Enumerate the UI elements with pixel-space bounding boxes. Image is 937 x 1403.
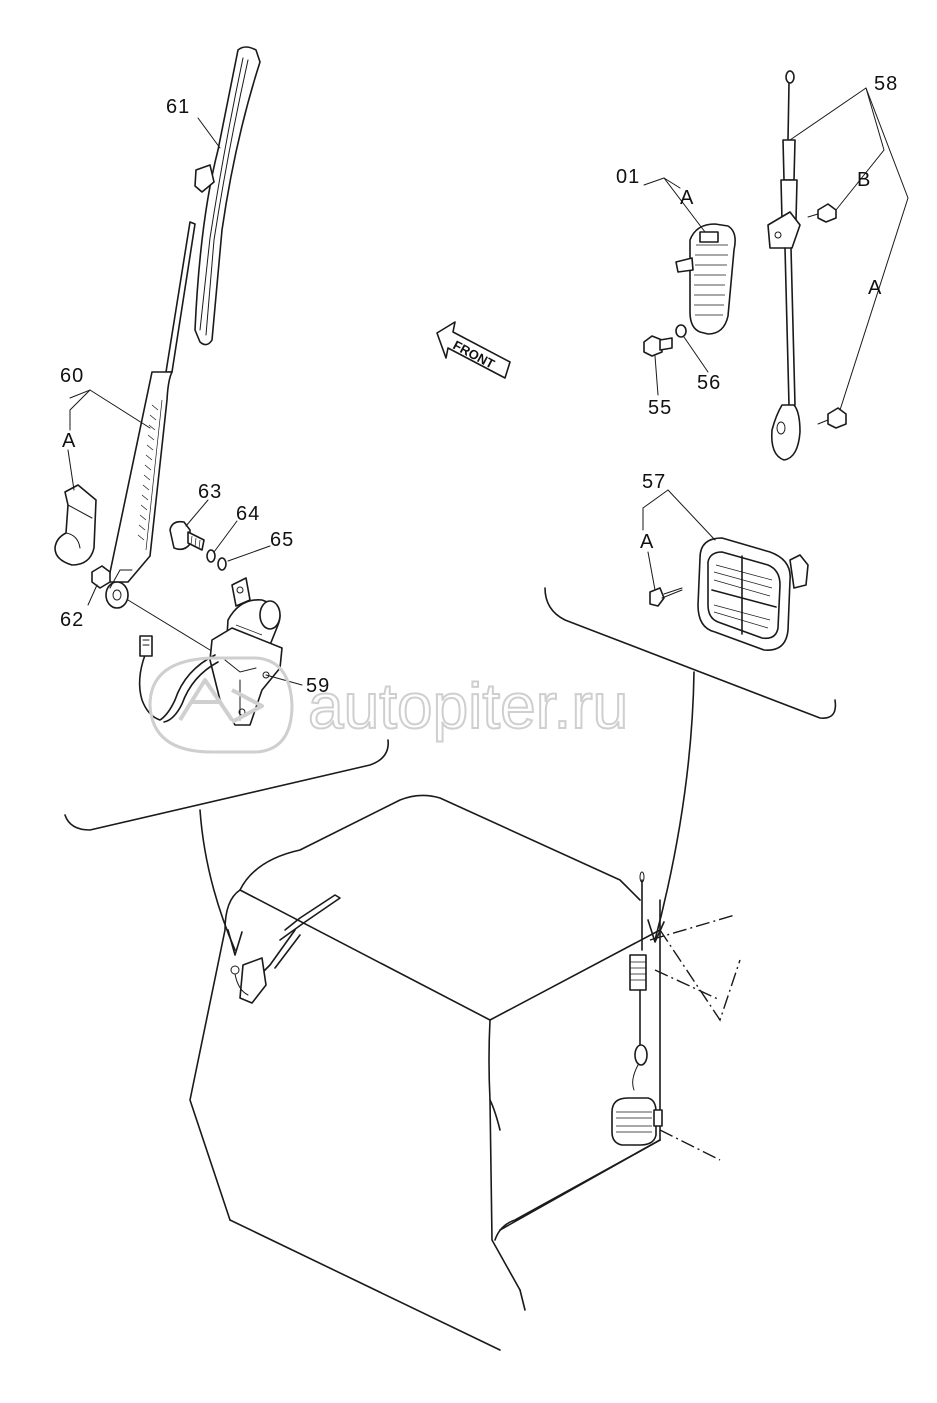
callout-left bbox=[64, 739, 389, 956]
label-65: 65 bbox=[270, 529, 294, 551]
watermark-text: autopiter.ru bbox=[308, 670, 628, 742]
leader-arm-motor bbox=[127, 599, 211, 651]
marker-light bbox=[643, 223, 736, 357]
label-a-01: A bbox=[680, 187, 694, 209]
label-63: 63 bbox=[198, 481, 222, 503]
wiper-motor bbox=[138, 577, 283, 726]
cab-body bbox=[189, 794, 741, 1351]
label-56: 56 bbox=[697, 372, 721, 394]
watermark: autopiter.ru bbox=[148, 656, 629, 754]
label-01: 01 bbox=[616, 166, 640, 188]
label-62: 62 bbox=[60, 609, 84, 631]
label-58: 58 bbox=[874, 73, 898, 95]
front-arrow: FRONT bbox=[436, 321, 511, 379]
label-a-57: A bbox=[640, 531, 654, 553]
watermark-logo-icon bbox=[148, 656, 294, 754]
label-a-58: A bbox=[868, 277, 882, 299]
arm-clip bbox=[54, 484, 97, 566]
work-light bbox=[649, 537, 809, 651]
label-64: 64 bbox=[236, 503, 260, 525]
nut-62 bbox=[91, 565, 111, 589]
label-a-60: A bbox=[62, 430, 76, 452]
label-b-58: B bbox=[857, 169, 871, 191]
part-labels: 61 60 A 62 63 64 65 59 58 B A 01 A 56 55… bbox=[60, 73, 898, 697]
label-55: 55 bbox=[648, 397, 672, 419]
callout-right bbox=[544, 587, 837, 943]
label-60: 60 bbox=[60, 365, 84, 387]
leader-lines bbox=[67, 87, 909, 686]
antenna bbox=[767, 70, 847, 461]
wiper-arm bbox=[105, 221, 196, 609]
fasteners-63-65 bbox=[169, 520, 227, 571]
label-61: 61 bbox=[166, 96, 190, 118]
label-57: 57 bbox=[642, 471, 666, 493]
label-59: 59 bbox=[306, 675, 330, 697]
wiper-blade bbox=[194, 46, 261, 346]
